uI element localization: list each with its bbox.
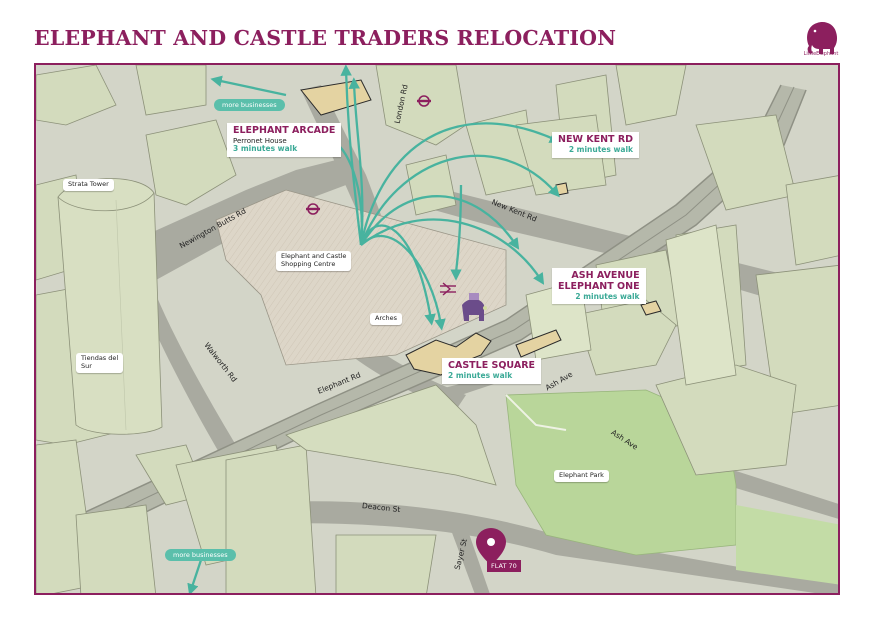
elephant-logo-icon <box>807 22 838 54</box>
flat-label: FLAT 70 <box>487 560 521 572</box>
more-businesses-top[interactable]: more businesses <box>214 99 285 111</box>
underground-icon <box>417 95 431 107</box>
label-line: Shopping Centre <box>281 259 336 268</box>
label-elephant-park: Elephant Park <box>554 470 609 482</box>
strata-tower <box>57 178 163 435</box>
map-pin-icon <box>476 528 506 565</box>
more-businesses-bottom[interactable]: more businesses <box>165 549 236 561</box>
map-base <box>36 65 838 593</box>
relocation-sites <box>300 79 662 376</box>
dest-sub: Perronet House <box>233 136 287 145</box>
dest-new-kent-rd[interactable]: NEW KENT RD 2 minutes walk <box>552 132 640 158</box>
dest-elephant-arcade[interactable]: ELEPHANT ARCADE Perronet House 3 minutes… <box>227 123 342 157</box>
curved-building <box>285 384 497 486</box>
underground-icon <box>306 203 320 215</box>
map-canvas[interactable]: ELEPHANT ARCADE Perronet House 3 minutes… <box>34 63 840 595</box>
label-tiendas-del-sur: Tiendas del Sur <box>76 353 124 373</box>
dest-name: ELEPHANT ARCADE <box>233 125 336 136</box>
dest-castle-square[interactable]: CASTLE SQUARE 2 minutes walk <box>442 358 541 384</box>
dest-walk: 2 minutes walk <box>568 144 634 154</box>
elephant-castle-statue-icon <box>462 293 487 321</box>
page-title: ELEPHANT AND CASTLE TRADERS RELOCATION <box>34 26 617 50</box>
logo-text: LittleElephant <box>803 51 839 57</box>
dest-name-2: ELEPHANT ONE <box>558 280 640 292</box>
rail-icon <box>440 282 456 296</box>
label-shopping-centre: Elephant and Castle Shopping Centre <box>276 251 352 271</box>
label-arches: Arches <box>370 313 403 325</box>
dest-walk: 2 minutes walk <box>575 291 640 301</box>
dest-name: NEW KENT RD <box>558 134 634 145</box>
dest-name: CASTLE SQUARE <box>448 360 535 371</box>
dest-walk: 3 minutes walk <box>233 143 298 153</box>
dest-name: ASH AVENUE <box>571 270 640 281</box>
dest-ash-avenue[interactable]: ASH AVENUE ELEPHANT ONE 2 minutes walk <box>552 268 646 305</box>
label-strata-tower: Strata Tower <box>63 179 114 191</box>
label-line: Tiendas del <box>81 354 119 362</box>
label-line: Elephant and Castle <box>281 252 347 260</box>
label-line: Sur <box>81 361 92 370</box>
dest-walk: 2 minutes walk <box>448 370 513 380</box>
